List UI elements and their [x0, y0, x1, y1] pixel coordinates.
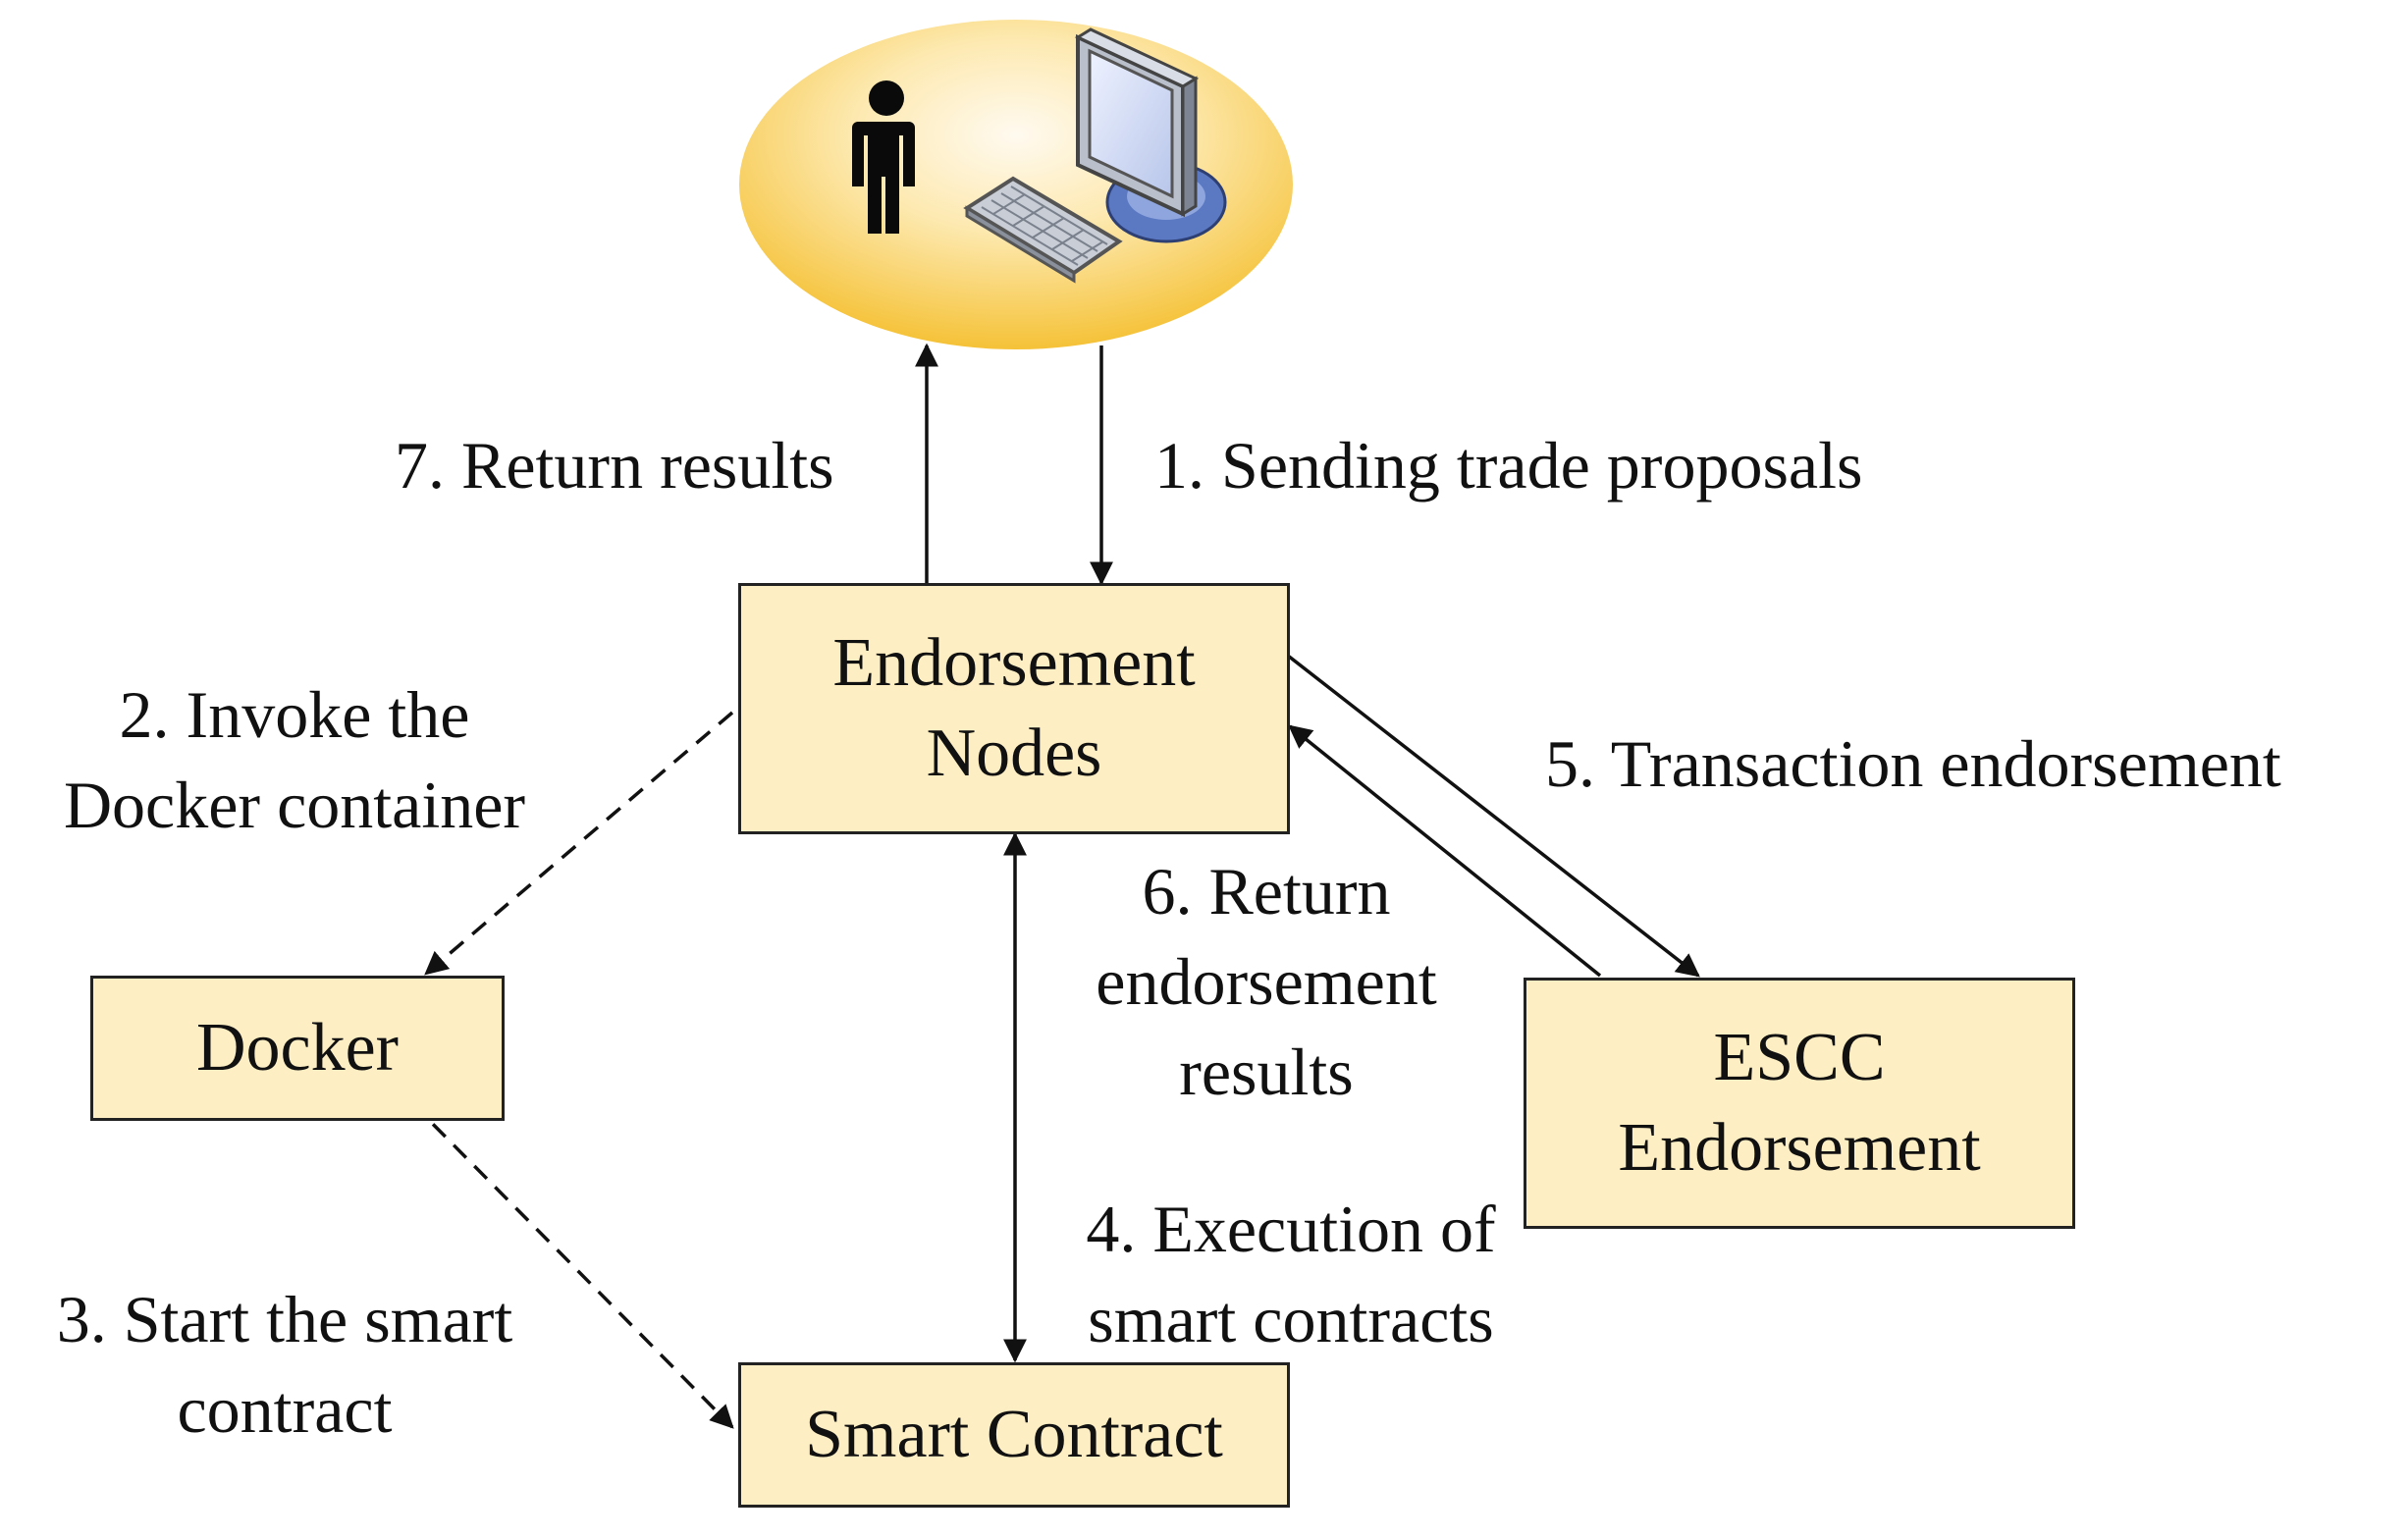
- step-4-line-2: smart contracts: [1088, 1282, 1494, 1356]
- docker-box: Docker: [90, 976, 505, 1121]
- keyboard-icon: [963, 176, 1123, 284]
- step-2-label: 2. Invoke the Docker container: [20, 669, 569, 850]
- step-6-line-2: endorsement: [1096, 944, 1437, 1019]
- endorsement-nodes-line-2: Nodes: [926, 716, 1102, 791]
- connectors: [410, 343, 1700, 1429]
- person-icon: [852, 80, 915, 234]
- step-2-line-1: 2. Invoke the: [119, 677, 470, 752]
- smart-contract-label: Smart Contract: [805, 1397, 1223, 1472]
- monitor-icon: [1074, 27, 1227, 243]
- endorsement-nodes-line-1: Endorsement: [832, 625, 1196, 701]
- arrow-start-contract: [410, 1101, 734, 1429]
- docker-label: Docker: [195, 1010, 399, 1086]
- escc-line-1: ESCC: [1713, 1020, 1886, 1095]
- step-6-line-1: 6. Return: [1142, 854, 1391, 929]
- step-7-label: 7. Return results: [395, 428, 834, 503]
- step-3-line-2: contract: [177, 1372, 393, 1447]
- arrow-return-endorsement: [1288, 724, 1602, 978]
- escc-endorsement-box: ESCC Endorsement: [1524, 978, 2075, 1229]
- arrow-transaction-endorsement: [1286, 654, 1700, 978]
- step-6-line-3: results: [1179, 1035, 1354, 1109]
- step-6-label: 6. Return endorsement results: [1060, 846, 1472, 1117]
- step-1-label: 1. Sending trade proposals: [1154, 428, 1863, 503]
- step-3-label: 3. Start the smart contract: [20, 1274, 550, 1455]
- step-2-line-2: Docker container: [63, 768, 526, 842]
- escc-line-2: Endorsement: [1618, 1110, 1981, 1186]
- step-5-label: 5. Transaction endorsement: [1545, 726, 2281, 801]
- step-3-line-1: 3. Start the smart: [56, 1282, 513, 1356]
- smart-contract-box: Smart Contract: [738, 1362, 1290, 1508]
- step-4-label: 4. Execution of smart contracts: [1050, 1184, 1531, 1364]
- endorsement-nodes-box: Endorsement Nodes: [738, 583, 1290, 834]
- arrow-invoke-docker: [424, 711, 734, 976]
- step-4-line-1: 4. Execution of: [1086, 1192, 1496, 1266]
